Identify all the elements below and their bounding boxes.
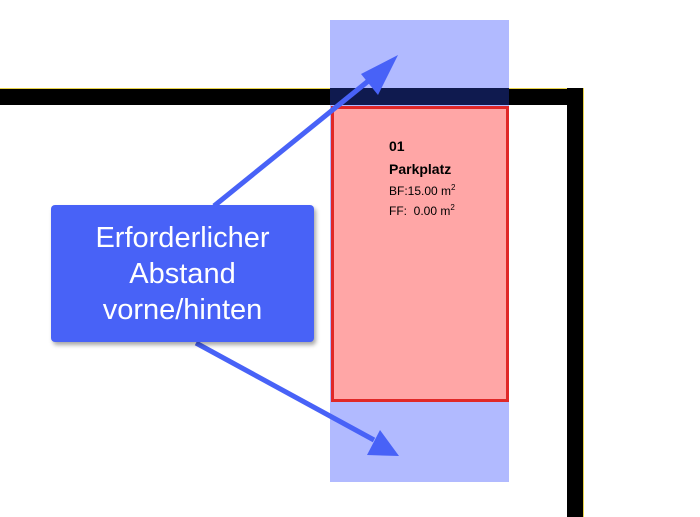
bf-label: BF: — [389, 184, 408, 198]
callout-line-1: Erforderlicher — [95, 221, 270, 254]
parking-space[interactable]: 01 Parkplatz BF:15.00 m2 FF: 0.00 m2 — [331, 106, 509, 402]
bf-unit-exponent: 2 — [451, 183, 456, 192]
ff-unit-exponent: 2 — [450, 203, 455, 212]
parking-name: Parkplatz — [389, 161, 452, 177]
callout-box: Erforderlicher Abstand vorne/hinten — [51, 205, 314, 342]
bf-value: 15.00 m — [407, 184, 452, 198]
parking-ff-row: FF: 0.00 m2 — [389, 203, 455, 218]
wall-right — [567, 88, 584, 517]
wall-clearance-overlap — [330, 88, 509, 105]
parking-number: 01 — [389, 138, 405, 154]
parking-bf-row: BF:15.00 m2 — [389, 183, 455, 198]
callout-line-3: vorne/hinten — [102, 293, 263, 326]
callout-line-2: Abstand — [129, 257, 236, 290]
ff-value: 0.00 m — [413, 204, 451, 218]
ff-label: FF: — [389, 204, 407, 218]
